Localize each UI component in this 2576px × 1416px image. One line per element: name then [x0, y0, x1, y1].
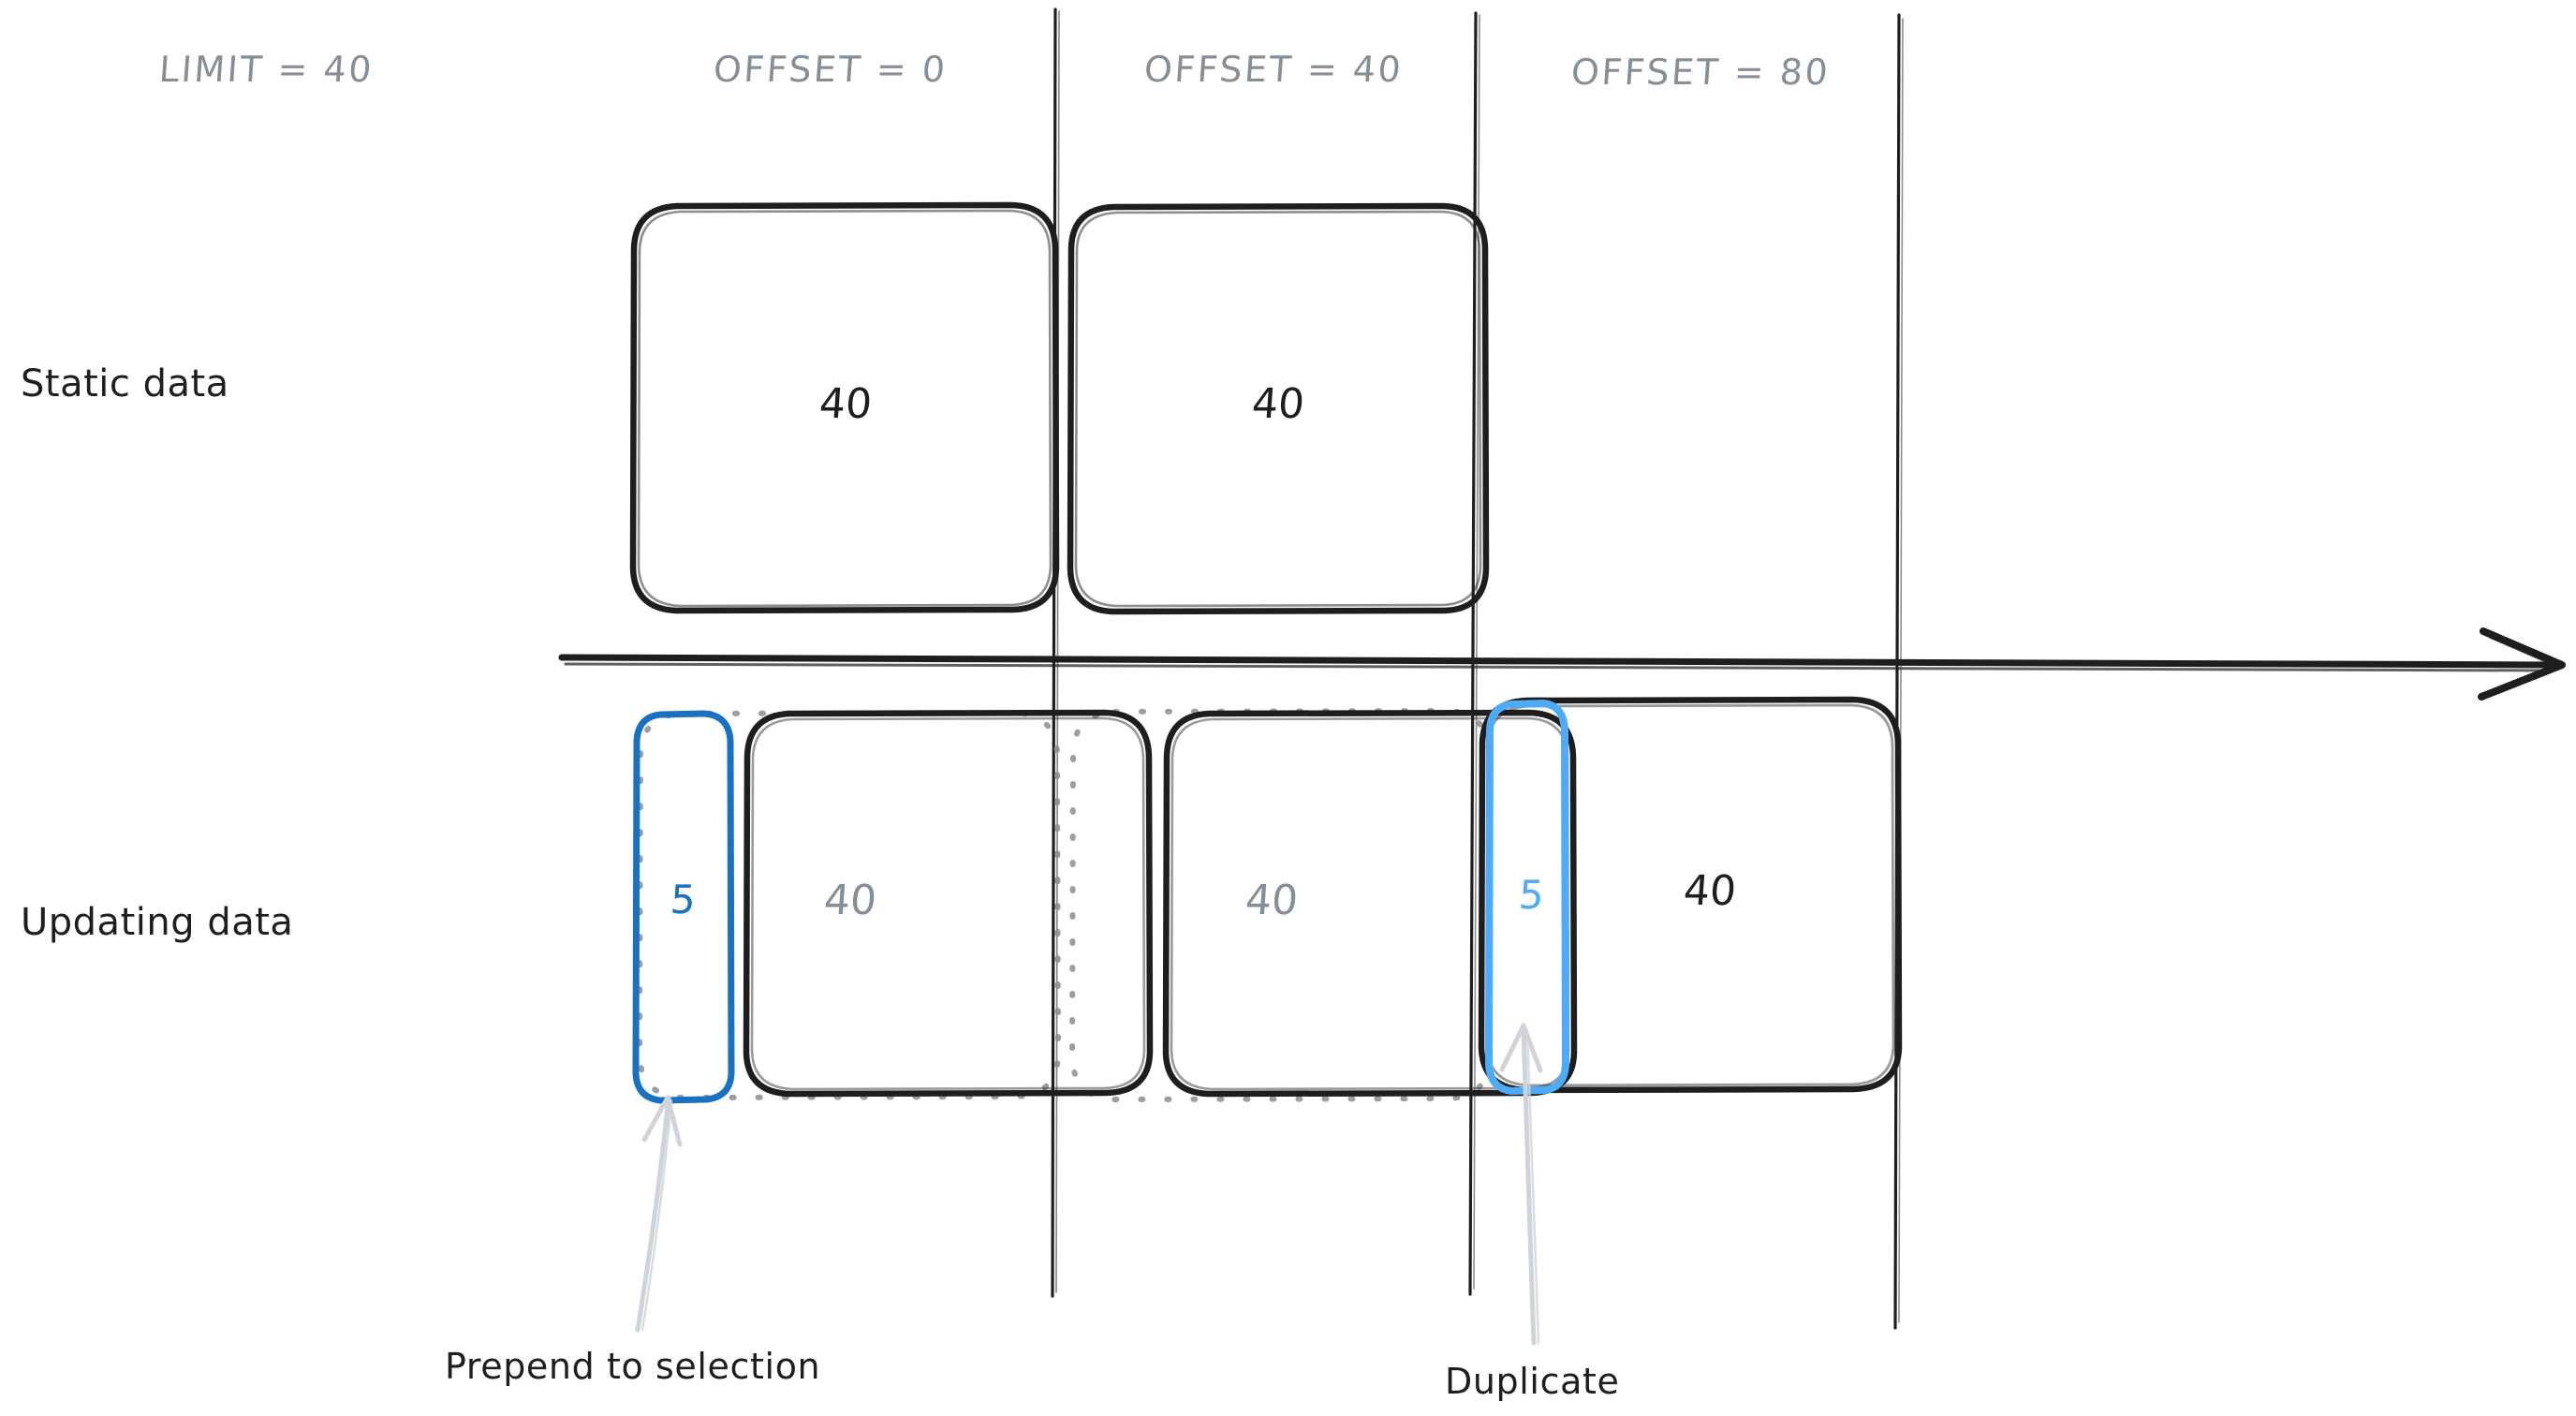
updating-page-box-1-echo — [750, 716, 1146, 1091]
offset-line-1b — [1055, 10, 1060, 1293]
static-page-box-1 — [629, 201, 1060, 614]
annotation-arrows — [635, 1023, 1543, 1346]
offset-line-2b — [1473, 14, 1480, 1290]
offset-line-3b — [1898, 18, 1904, 1323]
offset-label-40: OFFSET = 40 — [1142, 49, 1405, 90]
updating-page-box-1 — [743, 709, 1154, 1098]
time-axis-line-echo — [564, 662, 2553, 672]
updating-page-value-3: 40 — [1682, 867, 1738, 915]
duplicate-annotation-arrow-line-echo — [1525, 1029, 1540, 1345]
offset-line-3 — [1893, 13, 1901, 1330]
static-page-value-2: 40 — [1250, 380, 1306, 428]
row-label-updating-data: Updating data — [21, 901, 294, 944]
updating-page-box-2-echo — [1170, 716, 1570, 1091]
prepend-annotation-arrow-line-echo — [640, 1099, 673, 1332]
static-page-box-1-echo — [637, 209, 1052, 608]
offset-line-1 — [1051, 7, 1057, 1298]
time-axis-arrowhead-echo — [2487, 635, 2559, 694]
static-page-box-2-echo — [1074, 210, 1482, 608]
offset-label-0: OFFSET = 0 — [712, 49, 949, 90]
prepend-annotation-arrowhead — [641, 1095, 683, 1147]
duplicate-annotation-arrowhead — [1499, 1023, 1543, 1073]
updating-page-box-2 — [1162, 709, 1578, 1098]
row-label-static-data: Static data — [21, 362, 229, 406]
prepend-capsule-box — [632, 710, 735, 1104]
updating-page-box-3 — [1478, 696, 1903, 1094]
time-axis-arrow — [558, 627, 2566, 701]
annotation-prepend-to-selection: Prepend to selection — [445, 1346, 821, 1387]
updating-row-ghost-outlines — [637, 708, 1493, 1102]
offset-label-80: OFFSET = 80 — [1569, 52, 1832, 93]
prepend-annotation-arrow-line — [635, 1095, 671, 1333]
time-axis-line — [558, 654, 2558, 669]
updating-page-value-2: 40 — [1244, 877, 1300, 924]
updating-page-value-1: 40 — [822, 877, 878, 924]
static-page-box-2 — [1067, 202, 1490, 615]
updating-value-prepended: 5 — [669, 877, 698, 922]
duplicate-capsule-box — [1485, 700, 1569, 1095]
static-row-boxes — [629, 201, 1490, 615]
static-page-value-1: 40 — [817, 380, 874, 428]
limit-label: LIMIT = 40 — [157, 49, 375, 90]
updating-value-duplicate: 5 — [1517, 872, 1546, 918]
duplicate-annotation-arrow-line — [1521, 1025, 1537, 1346]
blue-highlight-capsules — [632, 700, 1569, 1104]
annotation-duplicate: Duplicate — [1445, 1361, 1620, 1402]
